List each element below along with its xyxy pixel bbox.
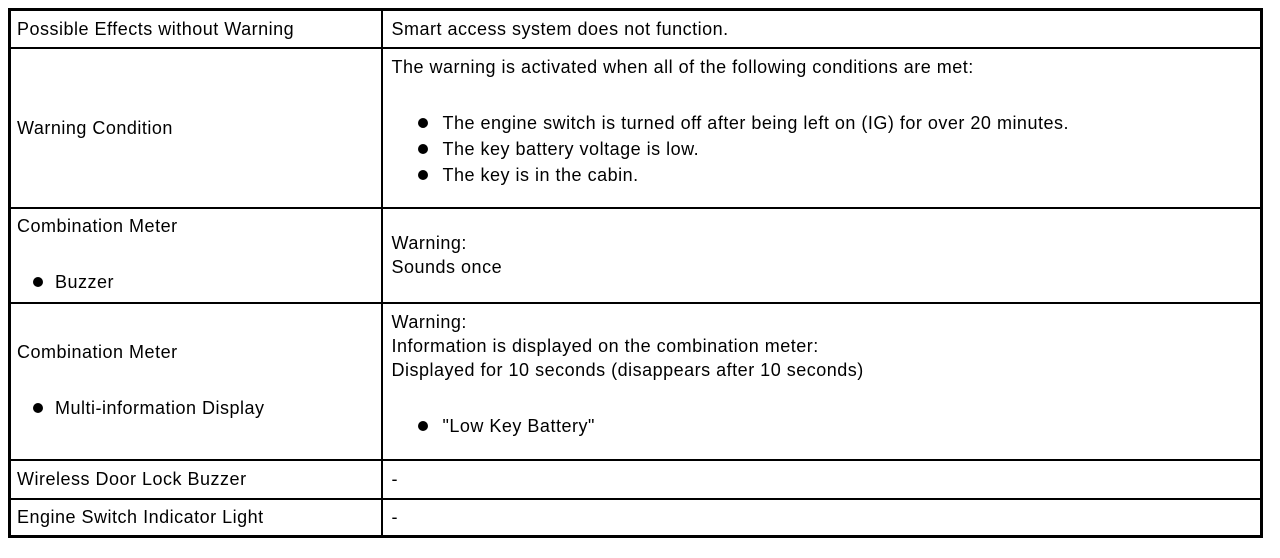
content-line: Warning: <box>391 311 467 332</box>
list-item: The engine switch is turned off after be… <box>392 111 1257 135</box>
row-label: Combination Meter <box>17 216 178 236</box>
table-row: Engine Switch Indicator Light - <box>8 497 1263 538</box>
bullet-icon <box>417 169 428 180</box>
content-line: Information is displayed on the combinat… <box>391 335 819 356</box>
display-bullet-list: "Low Key Battery" <box>392 414 1257 438</box>
bullet-icon <box>33 277 43 287</box>
row-label-cell: Warning Condition <box>8 46 383 209</box>
row-label: Wireless Door Lock Buzzer <box>17 469 247 489</box>
row-label-cell: Engine Switch Indicator Light <box>8 497 383 538</box>
row-content-cell: - <box>380 497 1263 538</box>
list-item: Multi-information Display <box>17 396 377 420</box>
condition-bullet-list: The engine switch is turned off after be… <box>392 111 1257 187</box>
row-content-cell: - <box>380 458 1263 500</box>
content-line: Displayed for 10 seconds (disappears aft… <box>391 359 864 380</box>
list-item: The key battery voltage is low. <box>392 137 1257 161</box>
row-label-cell: Combination Meter Multi-information Disp… <box>8 301 383 461</box>
row-content-cell: Warning: Sounds once <box>380 206 1263 304</box>
label-bullet-list: Multi-information Display <box>17 396 377 420</box>
bullet-icon <box>417 143 428 154</box>
row-label-cell: Possible Effects without Warning <box>8 8 383 49</box>
table-row: Combination Meter Buzzer Warning: Sounds… <box>8 206 1263 304</box>
content-line: - <box>391 507 398 528</box>
row-label: Possible Effects without Warning <box>17 18 295 39</box>
row-content-cell: Warning: Information is displayed on the… <box>380 301 1263 461</box>
list-item: Buzzer <box>17 270 377 294</box>
content-line: Sounds once <box>391 257 503 277</box>
bullet-text: Buzzer <box>55 272 115 292</box>
content-line: - <box>391 469 398 489</box>
content-line: Smart access system does not function. <box>391 18 729 39</box>
row-label: Warning Condition <box>17 117 173 138</box>
bullet-icon <box>417 420 428 431</box>
row-label: Combination Meter <box>17 342 178 362</box>
table-row: Warning Condition The warning is activat… <box>8 46 1263 209</box>
bullet-text: Multi-information Display <box>55 398 265 418</box>
bullet-icon <box>33 403 43 413</box>
list-item: The key is in the cabin. <box>392 163 1257 187</box>
bullet-text: The engine switch is turned off after be… <box>442 112 1069 133</box>
label-bullet-list: Buzzer <box>17 270 377 294</box>
table-row: Possible Effects without Warning Smart a… <box>8 8 1263 49</box>
row-content-cell: The warning is activated when all of the… <box>380 46 1263 209</box>
smart-key-warning-table: Possible Effects without Warning Smart a… <box>8 8 1263 538</box>
table-row: Combination Meter Multi-information Disp… <box>8 301 1263 461</box>
bullet-text: The key battery voltage is low. <box>442 138 700 159</box>
bullet-text: "Low Key Battery" <box>442 415 595 436</box>
row-label: Engine Switch Indicator Light <box>17 507 264 528</box>
content-line: Warning: <box>391 233 467 253</box>
row-content-cell: Smart access system does not function. <box>380 8 1263 49</box>
row-label-cell: Wireless Door Lock Buzzer <box>8 458 383 500</box>
bullet-text: The key is in the cabin. <box>442 164 639 185</box>
table-row: Wireless Door Lock Buzzer - <box>8 458 1263 500</box>
row-label-cell: Combination Meter Buzzer <box>8 206 383 304</box>
list-item: "Low Key Battery" <box>392 414 1257 438</box>
bullet-icon <box>417 117 428 128</box>
content-line: The warning is activated when all of the… <box>391 56 974 77</box>
